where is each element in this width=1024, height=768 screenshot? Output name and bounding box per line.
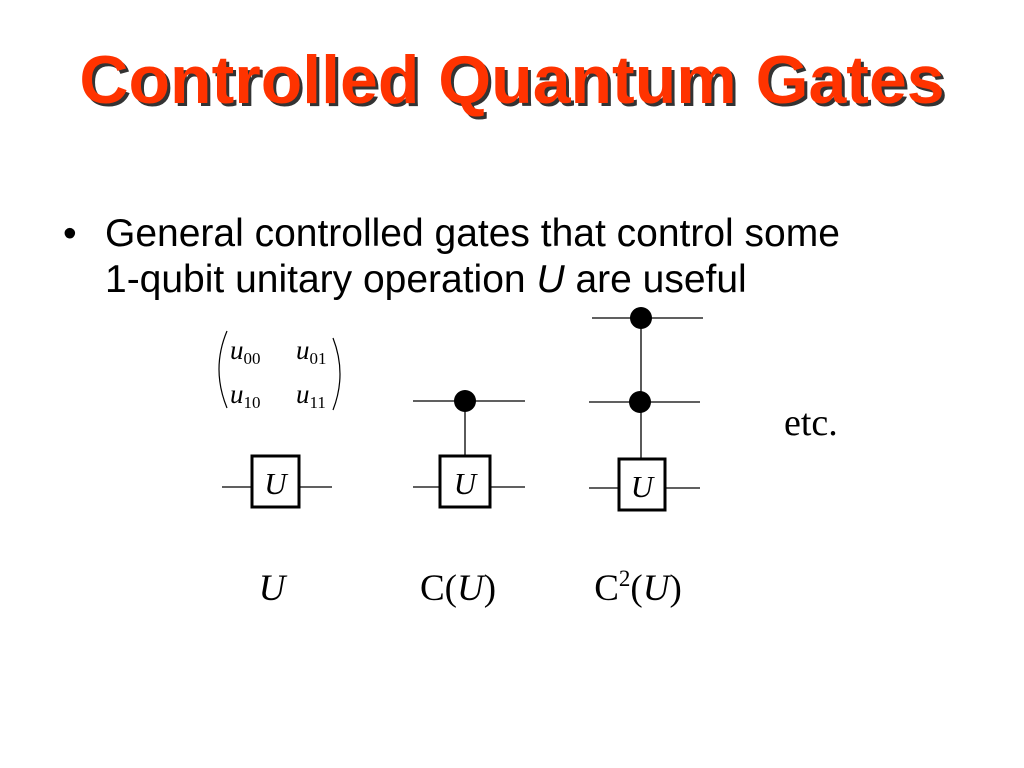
matrix-entry-sub: 00 (244, 349, 261, 368)
circuit-caption: C2(U) (594, 566, 682, 609)
gate-box (250, 454, 301, 509)
caption-prefix: C (420, 568, 445, 609)
matrix-entry-u01: u01 (296, 335, 327, 368)
unitary-matrix: u00 u01 u10 u11 (218, 330, 341, 412)
circuit-u: U U (222, 454, 332, 609)
bullet-line-2: 1-qubit unitary operation U are useful (105, 258, 747, 301)
matrix-entry-u10: u10 (230, 379, 261, 412)
matrix-entry-sub: 01 (310, 349, 327, 368)
matrix-entry-sub: 10 (244, 393, 261, 412)
bullet-line-2-text: 1-qubit unitary operation (105, 258, 536, 301)
bullet-line-1: General controlled gates that control so… (105, 212, 840, 255)
caption-open-paren: ( (445, 568, 457, 609)
circuit-caption: C(U) (420, 568, 496, 609)
matrix-entry-sub: 11 (310, 393, 326, 412)
circuit-caption: U (259, 568, 288, 609)
caption-prefix: C (594, 568, 619, 609)
gate-box (438, 454, 492, 509)
slide-title: Controlled Quantum Gates (79, 42, 944, 118)
caption-variable: U (457, 568, 486, 609)
matrix-entry-var: u (230, 379, 244, 409)
circuit-controlled-u: U C(U) (413, 390, 525, 609)
gate-label: U (264, 466, 289, 501)
matrix-entry-var: u (230, 335, 244, 365)
etc-label: etc. (784, 402, 838, 444)
caption-superscript: 2 (619, 566, 631, 591)
bullet-line-2-tail: are useful (565, 258, 747, 301)
matrix-entry-var: u (296, 379, 310, 409)
matrix-entry-u11: u11 (296, 379, 326, 412)
gate-box (617, 457, 667, 512)
bullet-marker: • (63, 212, 77, 255)
matrix-left-paren (218, 330, 228, 409)
bullet-line-2-variable: U (536, 258, 565, 301)
caption-variable: U (259, 568, 288, 609)
matrix-entry-u00: u00 (230, 335, 261, 368)
gate-label: U (631, 469, 656, 504)
gate-label: U (454, 466, 479, 501)
slide-title-shadow: Controlled Quantum Gates (82, 45, 947, 121)
control-dot-1 (630, 307, 652, 329)
control-dot (454, 390, 476, 412)
matrix-entry-var: u (296, 335, 310, 365)
control-dot-2 (629, 391, 651, 413)
caption-close-paren: ) (484, 568, 496, 609)
caption-close-paren: ) (669, 568, 681, 609)
circuit-doubly-controlled-u: U C2(U) (589, 307, 703, 609)
caption-variable: U (643, 568, 672, 609)
caption-open-paren: ( (630, 568, 642, 609)
matrix-right-paren (332, 337, 341, 411)
